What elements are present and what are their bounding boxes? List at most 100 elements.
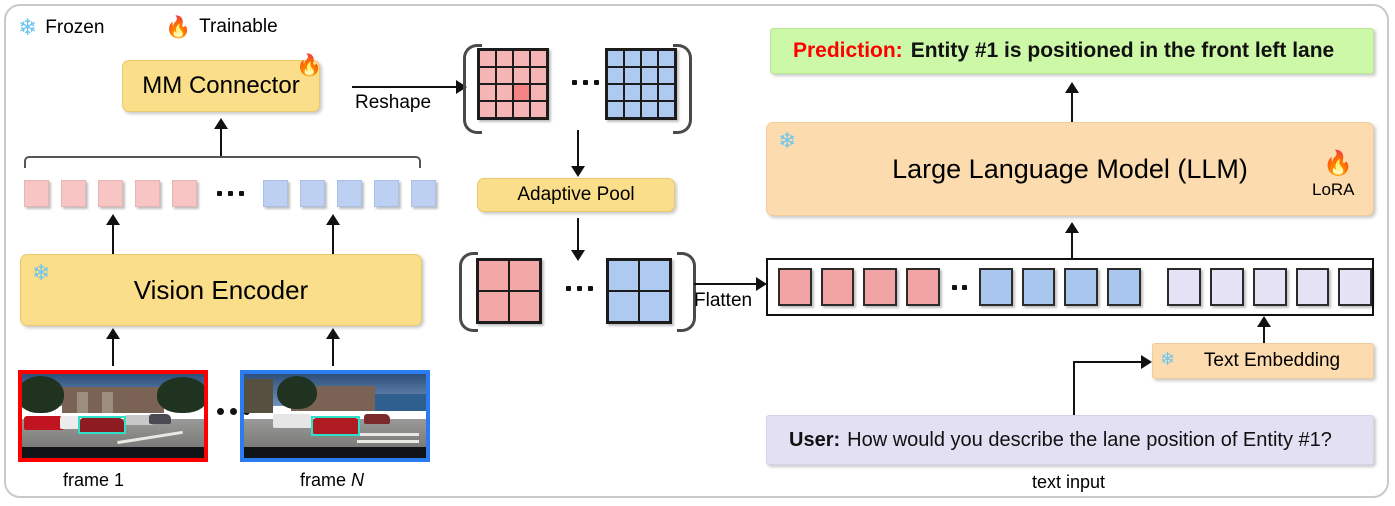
vision-token-blue bbox=[411, 180, 436, 207]
seq-token-image-blue bbox=[1064, 268, 1099, 306]
frame-in-arrow-1 bbox=[106, 328, 120, 339]
seq-ellipsis bbox=[949, 284, 970, 290]
frame-n-image bbox=[240, 370, 430, 462]
vision-token-pink bbox=[24, 180, 49, 207]
bracket-left-2x2 bbox=[459, 252, 478, 332]
grid-4x4-ellipsis bbox=[562, 80, 608, 85]
fire-icon: 🔥 bbox=[1323, 150, 1353, 177]
frame-n-caption: frame N bbox=[300, 470, 364, 491]
encoder-out-arrow-1 bbox=[106, 214, 120, 225]
user-to-embed-v bbox=[1073, 361, 1075, 417]
reshape-label: Reshape bbox=[355, 92, 432, 113]
lora-label: LoRA bbox=[1312, 180, 1355, 199]
seq-token-image-pink bbox=[820, 268, 855, 306]
snowflake-icon: ❄ bbox=[32, 260, 51, 285]
embed-out-arrow bbox=[1257, 316, 1271, 327]
encoder-out-arrow-2 bbox=[326, 214, 340, 225]
pool-in-arrow bbox=[571, 166, 585, 177]
seq-token-text bbox=[1338, 268, 1373, 306]
llm-out-line bbox=[1071, 92, 1073, 122]
vision-token-pink bbox=[61, 180, 86, 207]
frame-n-index: N bbox=[351, 470, 365, 490]
connector-arrow-head bbox=[214, 118, 228, 129]
legend-frozen-label: Frozen bbox=[45, 16, 105, 38]
legend-trainable: 🔥 Trainable bbox=[165, 16, 278, 38]
text-embedding-label: Text Embedding bbox=[1203, 350, 1341, 371]
frame-in-arrow-2 bbox=[326, 328, 340, 339]
user-to-embed-h bbox=[1073, 361, 1141, 363]
encoder-out-line-1 bbox=[112, 224, 114, 254]
prediction-text: Entity #1 is positioned in the front lef… bbox=[910, 39, 1335, 62]
pooled-grid-pink-2x2 bbox=[476, 258, 542, 324]
pool-out-line bbox=[577, 218, 579, 250]
token-brace bbox=[24, 156, 421, 168]
seq-token-text bbox=[1167, 268, 1202, 306]
flatten-arrow-line bbox=[694, 283, 756, 285]
text-input-caption: text input bbox=[1032, 472, 1106, 492]
legend-trainable-label: Trainable bbox=[199, 16, 278, 37]
seq-token-image-pink bbox=[778, 268, 812, 306]
user-input-box: User: How would you describe the lane po… bbox=[766, 415, 1374, 465]
llm-in-line bbox=[1071, 232, 1073, 258]
adaptive-pool-label: Adaptive Pool bbox=[517, 184, 635, 205]
bracket-left-4x4 bbox=[463, 44, 482, 134]
llm-in-arrow bbox=[1065, 222, 1079, 233]
prediction-box: Prediction: Entity #1 is positioned in t… bbox=[770, 28, 1374, 74]
llm-label: Large Language Model (LLM) bbox=[892, 153, 1248, 184]
vision-token-pink bbox=[135, 180, 160, 207]
bracket-right-4x4 bbox=[673, 44, 692, 134]
vision-token-blue bbox=[263, 180, 288, 207]
vision-encoder-box[interactable]: Vision Encoder bbox=[20, 254, 422, 326]
user-to-embed-arrow bbox=[1141, 355, 1152, 369]
vision-encoder-label: Vision Encoder bbox=[133, 274, 309, 305]
vision-token-ellipsis bbox=[209, 191, 251, 196]
pool-in-line bbox=[577, 130, 579, 166]
frame-n-caption-text: frame bbox=[300, 470, 352, 490]
frame-1-caption: frame 1 bbox=[63, 470, 125, 490]
flatten-label: Flatten bbox=[694, 290, 753, 311]
snowflake-icon: ❄ bbox=[18, 14, 38, 40]
legend-frozen: ❄ Frozen bbox=[18, 16, 104, 39]
llm-out-arrow bbox=[1065, 82, 1079, 93]
seq-token-text bbox=[1210, 268, 1244, 306]
seq-token-image-blue bbox=[978, 268, 1013, 306]
reshape-arrow-line bbox=[352, 86, 456, 88]
embed-out-line bbox=[1263, 326, 1265, 352]
seq-token-image-pink bbox=[906, 268, 940, 306]
patch-grid-blue-4x4 bbox=[605, 48, 677, 120]
seq-token-image-pink bbox=[863, 268, 898, 306]
grid-2x2-ellipsis bbox=[556, 286, 602, 291]
pooled-grid-blue-2x2 bbox=[606, 258, 672, 324]
patch-grid-pink-4x4 bbox=[477, 48, 549, 120]
vision-token-pink bbox=[172, 180, 197, 207]
adaptive-pool-box[interactable]: Adaptive Pool bbox=[477, 178, 675, 212]
user-text: How would you describe the lane position… bbox=[847, 428, 1332, 451]
frame-in-line-2 bbox=[332, 338, 334, 366]
seq-token-text bbox=[1252, 268, 1287, 306]
llm-input-sequence bbox=[766, 258, 1374, 316]
reshape-arrow-head bbox=[456, 80, 467, 94]
fire-icon: 🔥 bbox=[165, 15, 192, 39]
connector-arrow-line bbox=[220, 128, 222, 158]
user-prefix: User: bbox=[789, 428, 841, 451]
llm-box[interactable]: Large Language Model (LLM) bbox=[766, 122, 1374, 216]
encoder-out-line-2 bbox=[332, 224, 334, 254]
snowflake-icon: ❄ bbox=[1160, 349, 1176, 369]
seq-token-image-blue bbox=[1107, 268, 1141, 306]
mm-connector-box[interactable]: MM Connector bbox=[122, 60, 320, 112]
vision-token-blue bbox=[337, 180, 362, 207]
vision-token-pink bbox=[98, 180, 123, 207]
mm-connector-label: MM Connector bbox=[142, 72, 300, 99]
text-embedding-box[interactable]: Text Embedding bbox=[1152, 343, 1374, 379]
fire-icon: 🔥 bbox=[296, 54, 323, 77]
flatten-arrow-head bbox=[756, 277, 767, 291]
frame-1-image bbox=[18, 370, 208, 462]
seq-token-image-blue bbox=[1021, 268, 1056, 306]
bracket-right-2x2 bbox=[677, 252, 696, 332]
snowflake-icon: ❄ bbox=[778, 128, 797, 153]
pool-out-arrow bbox=[571, 250, 585, 261]
frame-in-line-1 bbox=[112, 338, 114, 366]
vision-token-blue bbox=[374, 180, 399, 207]
vision-token-blue bbox=[300, 180, 325, 207]
